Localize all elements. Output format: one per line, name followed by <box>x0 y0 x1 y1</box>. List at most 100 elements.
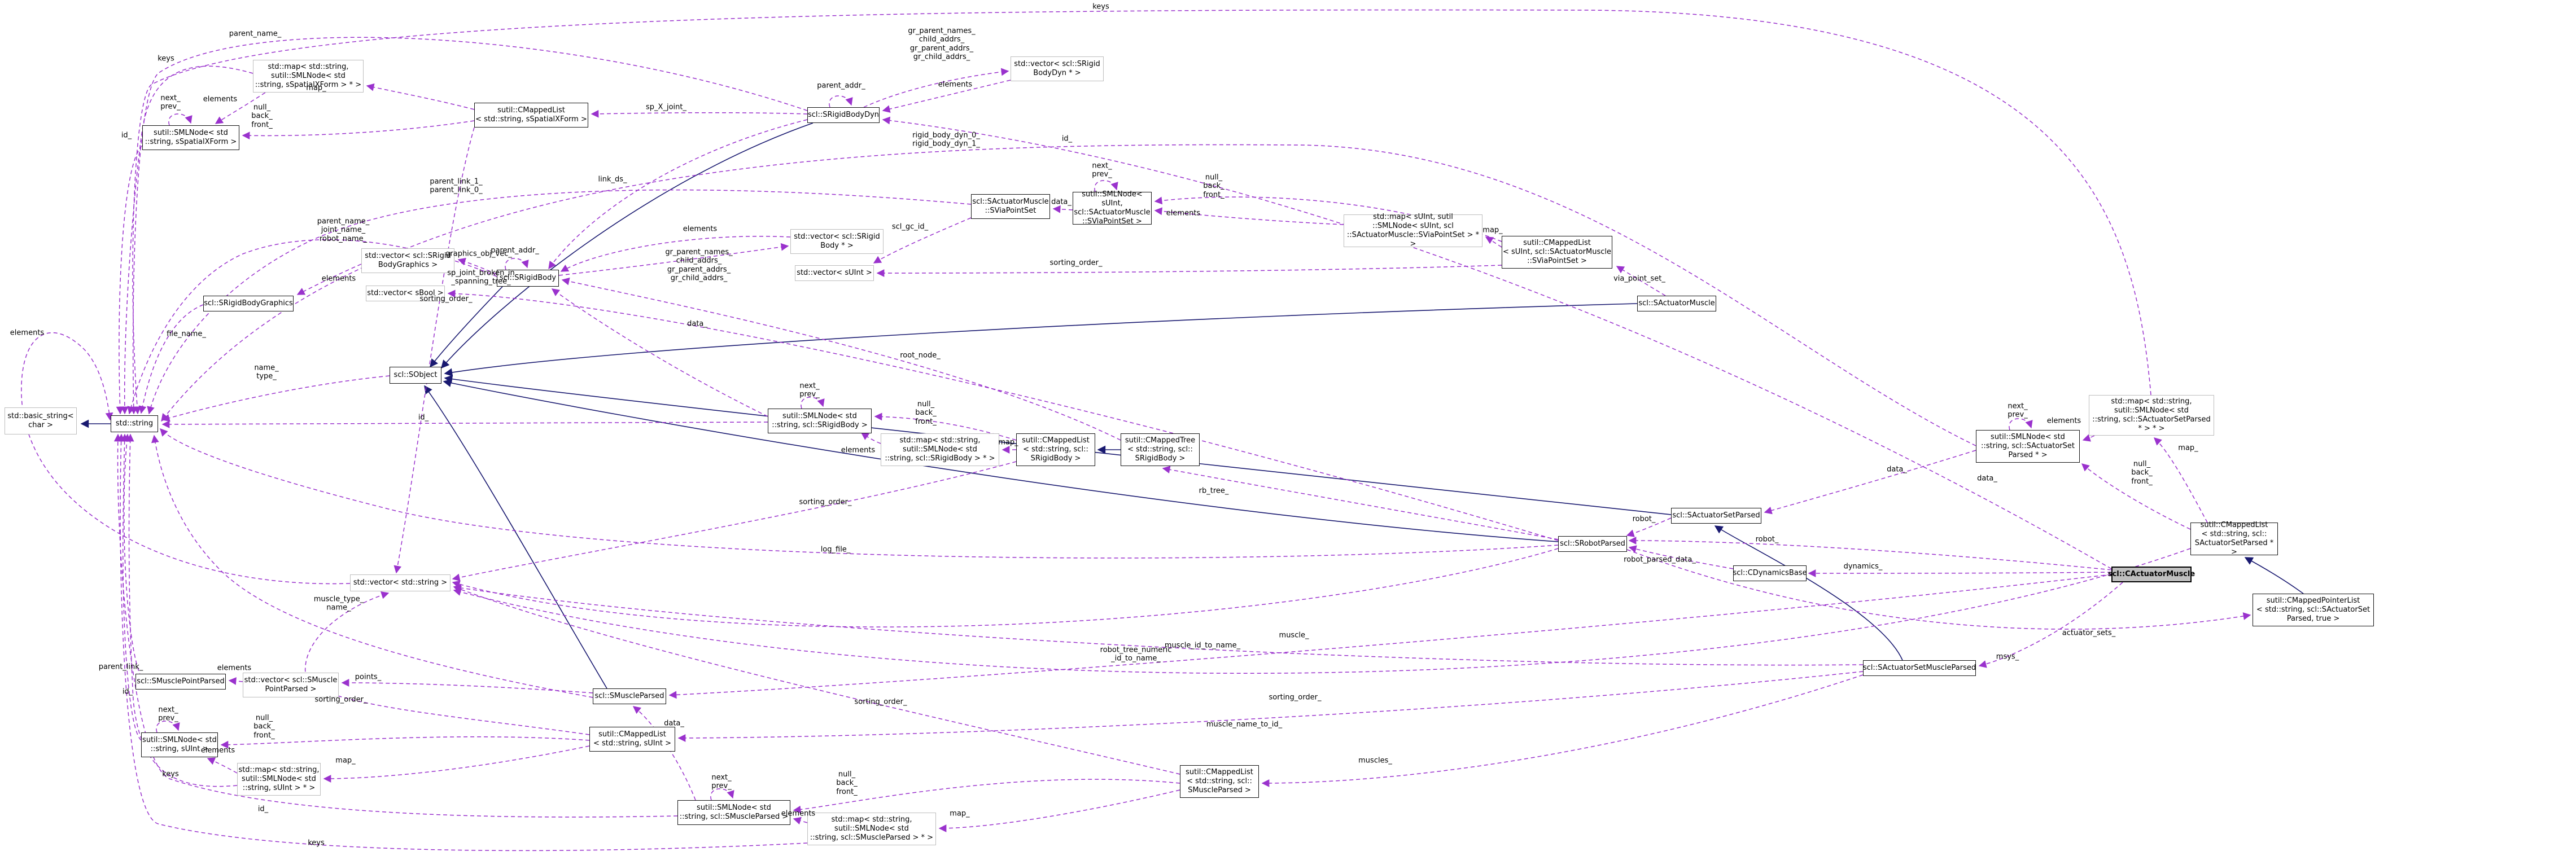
edge-label-parentaddr-dyn: parent_addr_ <box>817 81 865 90</box>
node-sactuatorsetmuscleparsed[interactable]: scl::SActuatorSetMuscleParsed <box>1863 660 1976 676</box>
edge-label-muscles: muscles_ <box>1358 756 1392 765</box>
edge-label-data-asp2: data_ <box>1977 474 1997 483</box>
edge-label-rpd: robot_parsed_data_ <box>1624 555 1696 564</box>
node-smusclepointparsed[interactable]: scl::SMusclePointParsed <box>135 674 226 690</box>
node-map-sactuatorsetparsed: std::map< std::string, sutil::SMLNode< s… <box>2089 395 2214 436</box>
edge-label-sorting-asp: sorting_order_ <box>1269 693 1322 702</box>
edge-smlnode-asp-loop <box>2009 418 2033 431</box>
edge-label-keys-suint: keys <box>162 770 179 779</box>
node-srigidbody[interactable]: scl::SRigidBody <box>497 270 559 287</box>
edge-srbg-filename <box>138 304 204 414</box>
edge-label-robot-tree: robot_tree_numeric _id_to_name_ <box>1100 646 1172 663</box>
edge-sasmp-musclename2id <box>677 671 1864 742</box>
edge-cam-robot <box>1628 537 2112 570</box>
node-smlnode-sspatialxform[interactable]: sutil::SMLNode< std ::string, sSpatialXF… <box>142 125 239 150</box>
node-cmappedpointerlist[interactable]: sutil::CMappedPointerList < std::string,… <box>2253 594 2374 626</box>
edge-label-nextprev-vp: next_ prev_ <box>1092 161 1112 179</box>
node-cdynamicsbase[interactable]: scl::CDynamicsBase <box>1733 565 1807 581</box>
edge-map-suint-keys <box>126 433 238 787</box>
node-cmappedtree-srigidbody[interactable]: sutil::CMappedTree < std::string, scl:: … <box>1121 433 1200 466</box>
edge-cam-msys <box>1978 582 2123 668</box>
node-cmappedlist-sactuatorsetparsed[interactable]: sutil::CMappedList < std::string, scl:: … <box>2190 521 2278 556</box>
node-srigidbodygraphics[interactable]: scl::SRigidBodyGraphics <box>203 296 294 311</box>
edge-cml-asp-map <box>2153 437 2208 523</box>
edge-srigidbodydyn-sobject <box>441 122 814 369</box>
node-smlnode-srigidbody[interactable]: sutil::SMLNode< std ::string, scl::SRigi… <box>768 409 872 433</box>
edge-cml-srb-sorting <box>452 461 1017 582</box>
node-smlnode-sviapointset[interactable]: sutil::SMLNode< sUInt, scl::SActuatorMus… <box>1073 190 1152 226</box>
edge-cam-rbd01 <box>882 116 2112 569</box>
edge-label-sorting-spatial: sorting_order_ <box>419 295 473 304</box>
edge-label-parent-name: parent_name_ <box>229 29 282 38</box>
node-smlnode-suint[interactable]: sutil::SMLNode< std ::string, sUInt > <box>141 732 218 757</box>
edge-label-muscle-name2id: muscle_name_to_id_ <box>1206 720 1283 729</box>
node-sactuatormuscle[interactable]: scl::SActuatorMuscle <box>1637 296 1716 311</box>
edge-label-id-spatial: id_ <box>121 131 132 140</box>
edge-label-nbf-spatial: null_ back_ front_ <box>251 103 273 129</box>
node-smlnode-sactuatorsetparsed[interactable]: sutil::SMLNode< std ::string, scl::SActu… <box>1976 430 2080 463</box>
edge-sam-viapointset <box>1616 266 1666 296</box>
edge-label-elements-suint: elements <box>200 746 235 755</box>
node-srigidbodydyn[interactable]: scl::SRigidBodyDyn <box>807 107 880 123</box>
edge-smlnode-vp-loop <box>1094 180 1118 192</box>
node-vector-sbool: std::vector< sBool > <box>366 286 445 301</box>
edge-smlnode-suint-id <box>120 433 142 741</box>
edge-srp-rbtree <box>1162 466 1559 540</box>
edge-map-spatial-elements <box>215 92 266 124</box>
edge-label-muscle-id2name: muscle_id_to_name_ <box>1164 641 1241 650</box>
node-srobotparsed[interactable]: scl::SRobotParsed <box>1558 536 1627 552</box>
edge-label-id-asp: id_ <box>1061 134 1073 143</box>
node-cmappedlist-suint[interactable]: sutil::CMappedList < std::string, sUInt … <box>589 727 675 752</box>
edge-label-nbf-asp: null_ back_ front_ <box>2131 460 2153 486</box>
edge-smlnode-mp-loop <box>710 788 734 801</box>
edge-label-root-node: root_node_ <box>900 351 941 360</box>
node-cmappedlist-smuscleparsed[interactable]: sutil::CMappedList < std::string, scl:: … <box>1180 765 1259 798</box>
edge-label-elements-spatial: elements <box>203 95 238 104</box>
node-smlnode-smuscleparsed[interactable]: sutil::SMLNode< std ::string, scl::SMusc… <box>677 800 790 825</box>
edge-label-data-vp: data_ <box>1051 197 1071 207</box>
node-cmappedlist-sviapointset[interactable]: sutil::CMappedList < sUInt, scl::SActuat… <box>1502 236 1612 269</box>
edge-label-nextprev-spatial: next_ prev_ <box>160 94 181 111</box>
edge-label-keys-mp: keys <box>308 839 325 848</box>
node-cmappedlist-srigidbody[interactable]: sutil::CMappedList < std::string, scl:: … <box>1016 433 1095 466</box>
edge-sactuatormuscle-sobject <box>444 303 1638 377</box>
edge-vps-sclgcid <box>873 217 972 264</box>
edge-smlnode-suint-loop <box>156 721 180 733</box>
edge-label-elements-rbg: elements <box>321 274 356 283</box>
node-vector-srigidbodygraphics: std::vector< scl::SRigid BodyGraphics > <box>361 248 454 273</box>
edge-srbd-parentaddr-loop <box>829 95 853 108</box>
edge-sasmp-muscles <box>1261 674 1864 787</box>
node-sactuatorsetparsed[interactable]: scl::SActuatorSetParsed <box>1671 508 1761 524</box>
edge-cml-asp-nbf <box>2081 463 2191 530</box>
edge-cam-dynamics <box>1808 569 2112 577</box>
edge-srbd-parentname <box>129 37 808 415</box>
edge-label-keys-top: keys <box>1092 2 1109 11</box>
edge-sasp-robot <box>1626 517 1672 537</box>
edge-label-muscle: muscle_ <box>1279 631 1309 640</box>
edge-label-id-mp: id_ <box>257 805 269 814</box>
edge-label-sorting-mp: sorting_order_ <box>854 697 907 706</box>
edge-label-link-ds: link_ds_ <box>598 175 627 184</box>
node-cactuatormuscle: scl::CActuatorMuscle <box>2108 567 2195 582</box>
edge-sasmp-sactuatorsetparsed <box>1714 525 1903 661</box>
edge-vps-parentlinks <box>147 189 972 415</box>
node-vector-srigidbody-ptr: std::vector< scl::SRigid Body * > <box>790 229 884 254</box>
node-smuscleparsed[interactable]: scl::SMuscleParsed <box>593 688 666 704</box>
node-std-string[interactable]: std::string <box>111 415 158 432</box>
node-sobject[interactable]: scl::SObject <box>390 367 441 384</box>
edge-srbd-linkds <box>548 119 808 270</box>
edge-smpp-parentlink <box>123 433 142 678</box>
edge-label-file-name: file_name_ <box>167 330 206 339</box>
edge-map-mp-keys <box>117 433 808 851</box>
node-cmappedlist-sspatialxform[interactable]: sutil::CMappedList < std::string, sSpati… <box>474 103 588 128</box>
edge-label-parentaddr-rb: parent_addr_ <box>491 246 539 255</box>
edge-srbd-grnames <box>863 68 1009 108</box>
edge-label-grnames-dyn: gr_parent_names_ child_addrs_ gr_parent_… <box>908 27 976 62</box>
edge-smlnode-spatial-loop <box>168 113 193 126</box>
edge-cml-mp-sorting <box>453 585 1180 775</box>
edge-label-nbf-suint: null_ back_ front_ <box>253 714 275 740</box>
edge-sasmp-muscleid2name <box>453 584 1864 666</box>
edge-label-map-spatial: map_ <box>306 84 326 93</box>
node-sviapointset[interactable]: scl::SActuatorMuscle ::SViaPointSet <box>971 194 1050 219</box>
edge-label-elements-vp: elements <box>1166 209 1201 218</box>
